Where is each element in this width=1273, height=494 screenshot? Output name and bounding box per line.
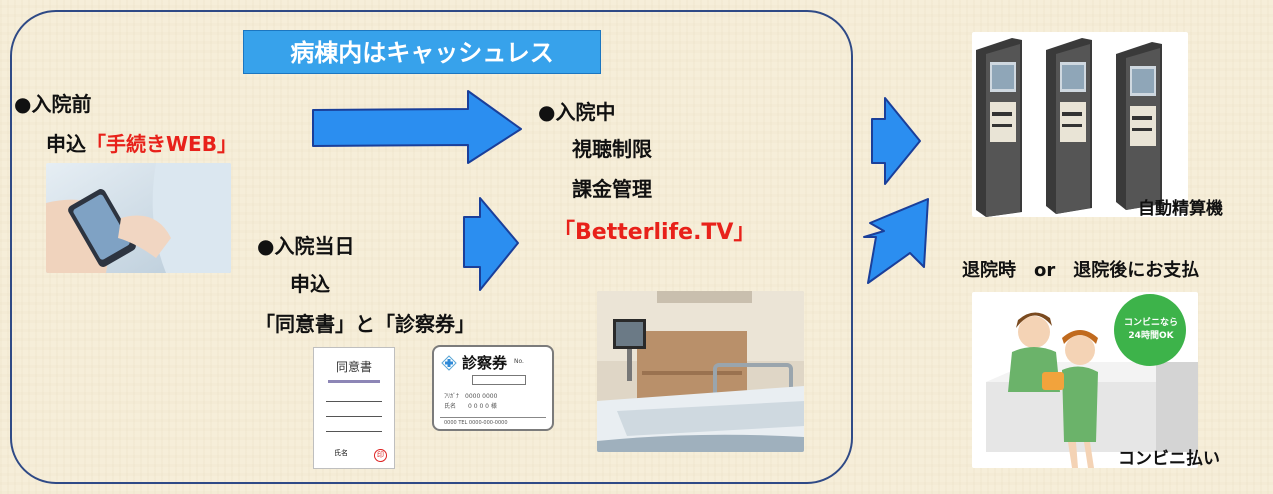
billing-management-label: 課金管理 xyxy=(572,177,652,201)
payment-timing-label: 退院時 or 退院後にお支払 xyxy=(962,260,1200,281)
web-procedure-label: 「手続きWEB」 xyxy=(86,132,237,156)
sign-label: 氏名 xyxy=(334,449,348,457)
down-right-arrow-icon xyxy=(863,198,929,284)
documents-label: 「同意書」と「診察券」 xyxy=(255,312,475,336)
card-number-label: No. xyxy=(514,358,524,365)
betterlife-tv-label: 「Betterlife.TV」 xyxy=(553,220,756,245)
apply-label: 申込 xyxy=(46,132,86,156)
card-number-box xyxy=(472,375,526,385)
during-admission-heading: ●入院中 xyxy=(538,100,616,124)
divider xyxy=(326,431,382,432)
seal-stamp: 印 xyxy=(374,449,387,462)
card-row: ﾌﾘｶﾞﾅ 0000 0000 xyxy=(444,393,498,400)
smartphone-photo xyxy=(46,163,231,273)
admission-day-apply: 申込 xyxy=(290,272,330,296)
divider xyxy=(440,417,546,418)
divider xyxy=(326,401,382,402)
card-footer: 0000 TEL 0000-000-0000 xyxy=(444,420,508,426)
right-arrow-icon xyxy=(312,90,522,164)
consent-form-title: 同意書 xyxy=(335,360,372,374)
auto-payment-machine-photo xyxy=(972,32,1188,217)
before-admission-heading: ●入院前 xyxy=(14,92,92,116)
medical-cross-icon xyxy=(441,355,457,371)
right-arrow-icon xyxy=(871,97,921,185)
cashless-banner: 病棟内はキャッシュレス xyxy=(243,30,601,74)
divider xyxy=(326,416,382,417)
divider xyxy=(328,380,380,383)
hospital-room-photo xyxy=(597,291,804,452)
bubble-line: 24時間OK xyxy=(1128,331,1174,341)
consent-form-image: 同意書 氏名 印 xyxy=(313,347,395,469)
before-admission-apply: 申込「手続きWEB」 xyxy=(46,128,237,157)
viewing-restriction-label: 視聴制限 xyxy=(572,137,652,161)
bubble-line: コンビニなら xyxy=(1124,318,1179,328)
admission-day-heading: ●入院当日 xyxy=(257,234,355,258)
hospital-ward-frame xyxy=(10,10,853,484)
convenience-bubble-text: コンビニなら 24時間OK xyxy=(1124,317,1178,343)
patient-card-title: 診察券 xyxy=(462,354,508,372)
right-arrow-icon xyxy=(463,197,519,291)
card-row: 氏名 0 0 0 0 様 xyxy=(444,403,497,410)
auto-payment-machine-caption: 自動精算機 xyxy=(1138,199,1223,219)
patient-card-image: 診察券 No. ﾌﾘｶﾞﾅ 0000 0000 氏名 0 0 0 0 様 000… xyxy=(432,345,554,431)
convenience-store-illustration: コンビニなら 24時間OK xyxy=(972,292,1198,468)
convenience-payment-caption: コンビニ払い xyxy=(1118,449,1220,469)
